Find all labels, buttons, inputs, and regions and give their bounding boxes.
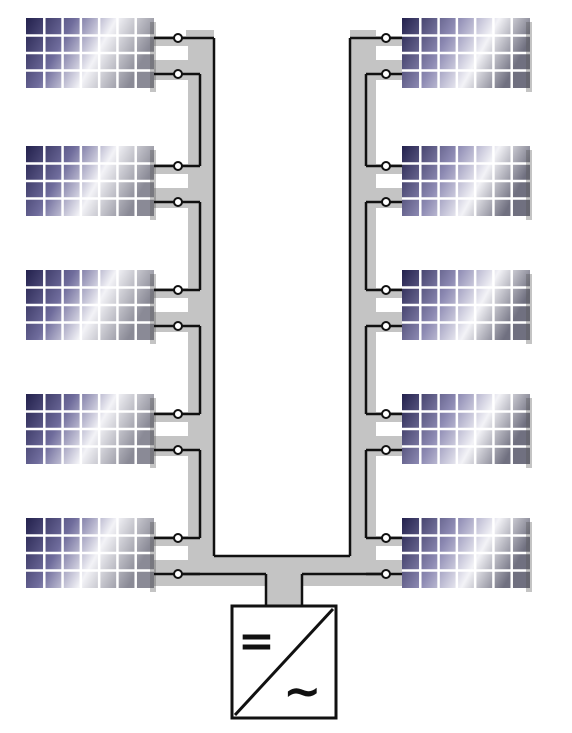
terminal	[381, 197, 391, 207]
bus-gap-left	[150, 546, 188, 560]
bus-band	[150, 30, 412, 606]
bus-trim	[150, 24, 186, 36]
panel-shadow	[150, 150, 156, 220]
pv-panel	[26, 518, 156, 592]
inverter	[230, 604, 338, 720]
panel-shadow	[150, 398, 156, 468]
pv-panel	[26, 270, 156, 344]
terminal	[381, 569, 391, 579]
terminal	[173, 161, 183, 171]
combiner-bus	[150, 24, 412, 606]
terminal	[173, 197, 183, 207]
bus-gap-left	[150, 208, 188, 288]
terminal	[173, 533, 183, 543]
panel-shadow	[150, 522, 156, 592]
bus-gap-left	[150, 174, 188, 188]
terminal	[173, 285, 183, 295]
terminal	[173, 445, 183, 455]
terminal	[381, 445, 391, 455]
terminal	[173, 321, 183, 331]
terminal	[381, 409, 391, 419]
pv-panel	[26, 146, 156, 220]
terminal	[381, 285, 391, 295]
bus-gap-left	[150, 332, 188, 412]
terminal	[173, 69, 183, 79]
pv-panels	[26, 18, 532, 592]
panel-shadow	[526, 398, 532, 468]
bus-gap-left	[150, 46, 188, 60]
pv-panel	[402, 518, 532, 592]
bus-gap-left	[150, 422, 188, 436]
pv-panel	[402, 146, 532, 220]
panel-shadow	[150, 22, 156, 92]
dc-symbol: =	[238, 616, 275, 667]
bus-gap-left	[150, 456, 188, 536]
pv-panel	[26, 394, 156, 468]
terminal	[381, 69, 391, 79]
terminal	[173, 409, 183, 419]
terminal	[381, 161, 391, 171]
panel-shadow	[526, 150, 532, 220]
inverter-diagonal	[233, 607, 335, 717]
pv-panel	[402, 270, 532, 344]
terminal	[381, 533, 391, 543]
pv-panel	[402, 18, 532, 92]
terminal	[381, 33, 391, 43]
panel-shadow	[526, 22, 532, 92]
ac-symbol: ~	[283, 664, 322, 718]
pv-panel	[26, 18, 156, 92]
bus-gap-left	[150, 298, 188, 312]
bus-gap-left	[150, 80, 188, 164]
terminal	[173, 33, 183, 43]
panel-shadow	[526, 522, 532, 592]
pv-panel	[402, 394, 532, 468]
terminal	[381, 321, 391, 331]
terminal	[173, 569, 183, 579]
panel-shadow	[150, 274, 156, 344]
panel-shadow	[526, 274, 532, 344]
string-wiring	[154, 33, 402, 606]
